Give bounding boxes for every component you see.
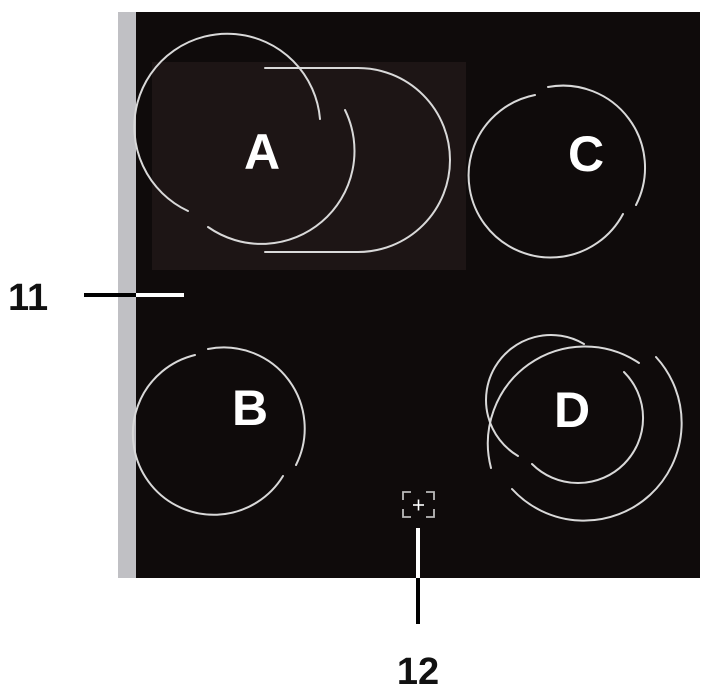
callout-11: 11 [8,277,184,319]
zone-a-ring-inner [207,109,356,245]
cooking-zone-a[interactable]: A [133,32,451,253]
control-bracket-bottom-left [402,509,411,518]
zone-c-ring-inner [467,94,624,259]
control-symbol[interactable] [402,491,435,518]
zone-b-label: B [232,380,268,436]
control-bracket-top-right [426,491,435,500]
cooking-zone-b[interactable]: B [131,346,306,516]
callout-12: 12 [397,528,439,693]
callout-12-number: 12 [397,651,439,693]
zone-d-outer-ring-right [511,356,683,522]
control-bracket-top-left [402,491,411,500]
extended-zone-panel [152,62,466,270]
zone-a-label: A [244,124,280,180]
zone-d-inner-ring-right [531,371,645,485]
zone-d-label: D [554,382,590,438]
control-bracket-bottom-right [426,509,435,518]
zone-d-outer-ring-left [486,345,640,469]
zone-b-ring-inner [131,354,284,516]
zone-c-ring-outer [547,84,646,206]
zone-d-inner-ring-left [485,334,585,457]
cooking-zone-c[interactable]: C [467,84,646,259]
zone-a-extension-oval [264,67,451,253]
zone-c-label: C [568,126,604,182]
zone-b-ring-outer [207,346,306,466]
zone-a-ring-outer [133,32,321,212]
cooking-zone-d[interactable]: D [485,334,683,522]
callout-11-number: 11 [8,277,48,319]
